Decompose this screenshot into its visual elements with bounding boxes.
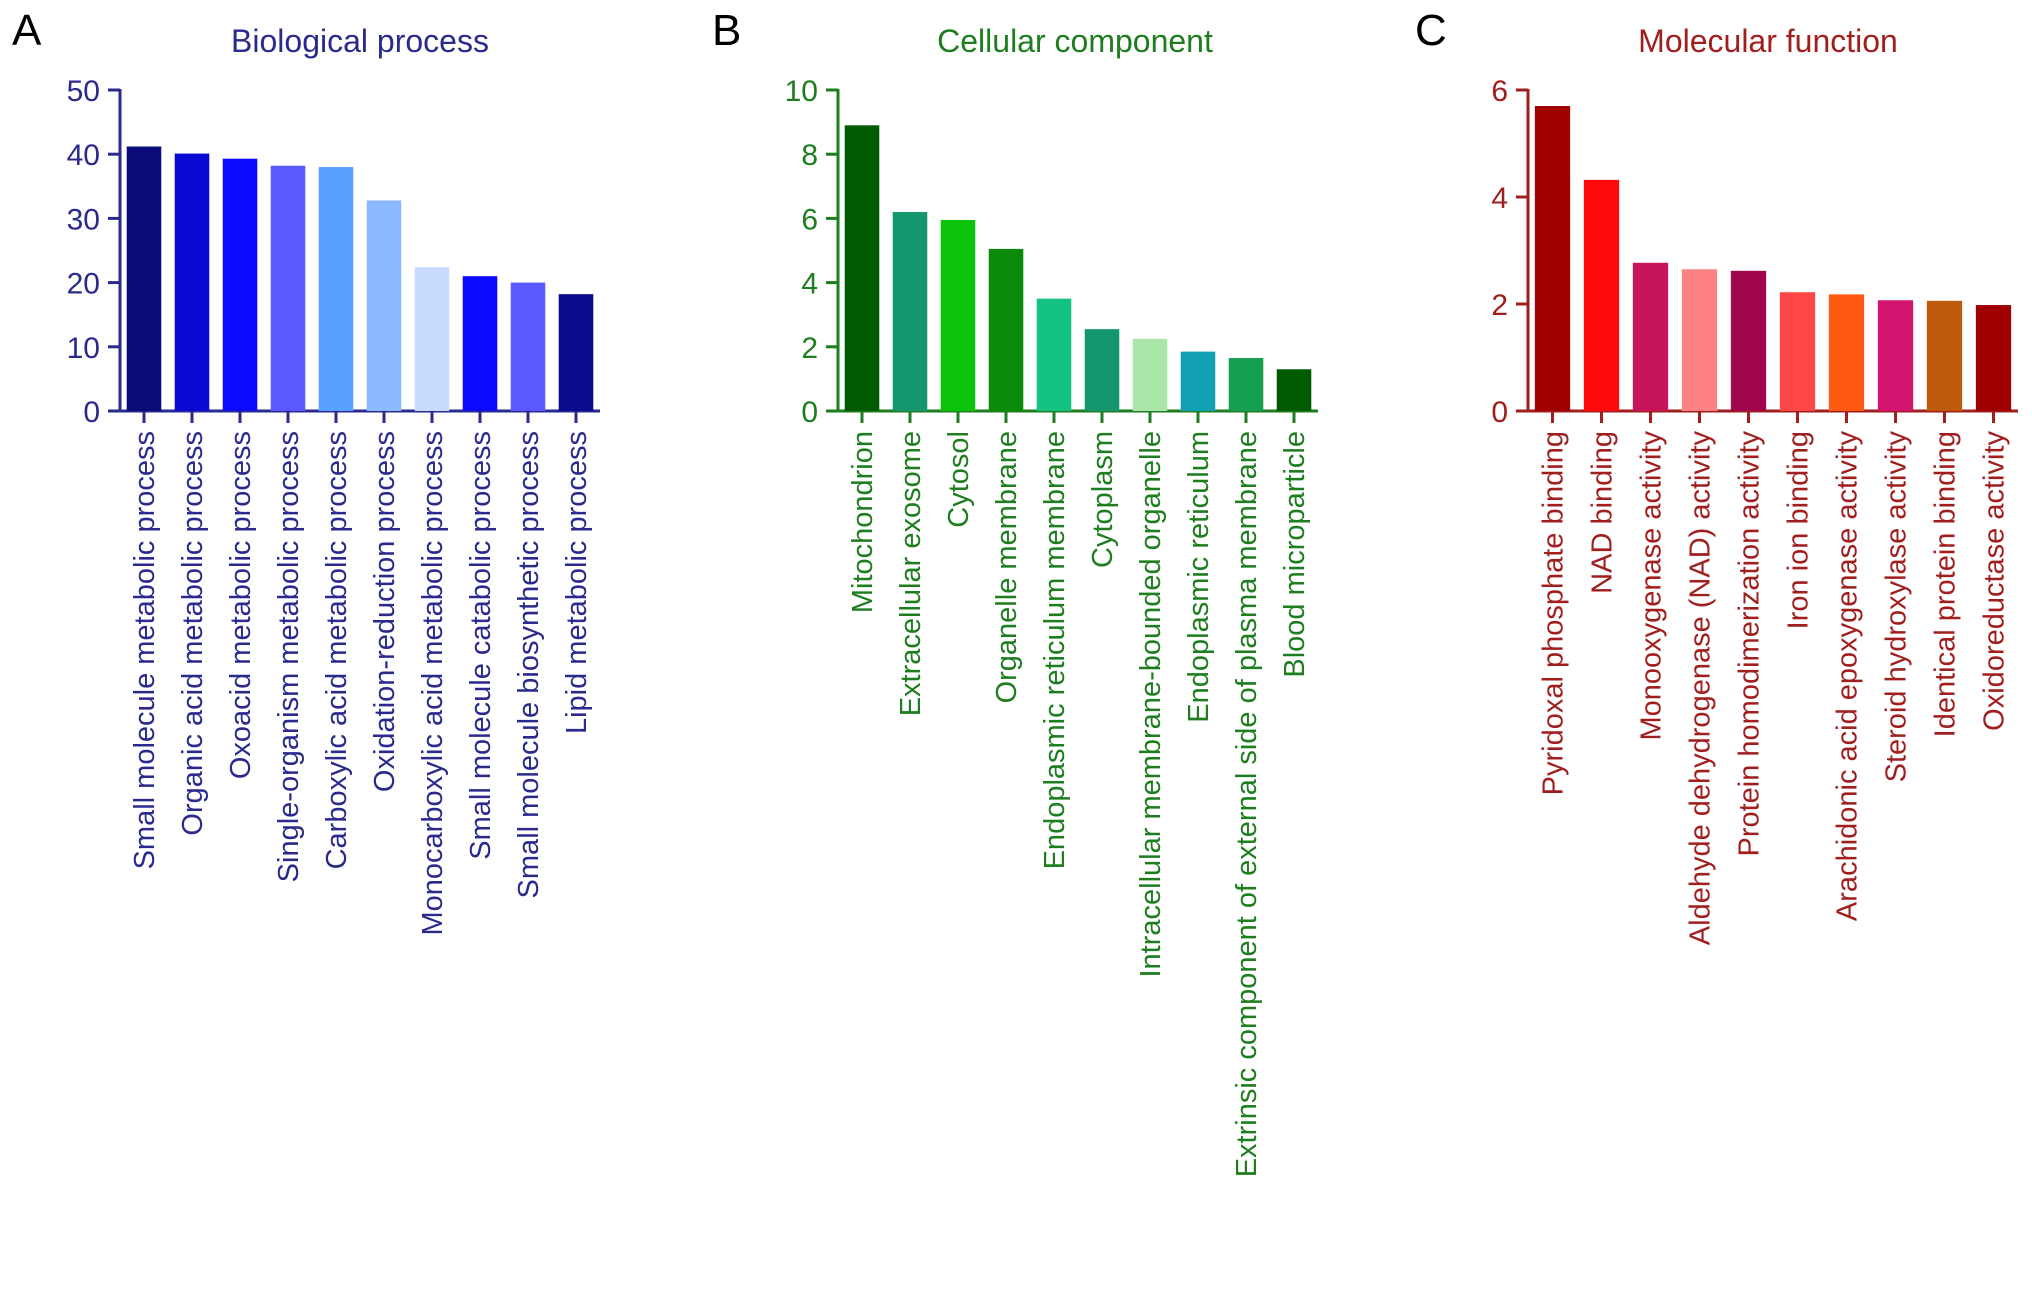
y-tick-label: 10: [785, 75, 818, 108]
bar: [1534, 106, 1571, 412]
category-label: Carboxylic acid metabolic process: [321, 431, 353, 869]
category-label: Small molecule biosynthetic process: [513, 431, 545, 898]
y-tick-label: 0: [801, 396, 818, 429]
category-label: Pyridoxal phosphate binding: [1538, 431, 1570, 795]
category-label: Iron ion binding: [1783, 431, 1815, 629]
bar: [126, 146, 162, 411]
y-tick-label: 2: [1491, 289, 1508, 322]
bar: [222, 158, 258, 411]
bar: [414, 267, 450, 411]
panel-letter: A: [12, 6, 42, 55]
y-tick-label: 30: [67, 203, 100, 236]
bar: [1632, 262, 1669, 411]
y-tick-label: 40: [67, 139, 100, 172]
category-label: Organic acid metabolic process: [177, 431, 209, 836]
category-label: Oxoacid metabolic process: [225, 431, 257, 779]
bar: [318, 167, 354, 411]
bar: [558, 294, 594, 411]
category-label: Protein homodimerization activity: [1734, 431, 1766, 857]
chart-title: Molecular function: [1638, 23, 1898, 59]
category-label: Mitochondrion: [847, 431, 879, 613]
category-label: Cytosol: [943, 431, 975, 528]
category-label: Lipid metabolic process: [561, 431, 593, 734]
category-label: Organelle membrane: [991, 431, 1023, 703]
bar: [1132, 338, 1168, 411]
category-label: Aldehyde dehydrogenase (NAD) activity: [1685, 431, 1717, 946]
bar: [366, 200, 402, 411]
y-tick-label: 50: [67, 75, 100, 108]
y-tick-label: 4: [801, 268, 818, 301]
bar: [1180, 351, 1216, 411]
category-label: NAD binding: [1587, 431, 1619, 594]
bar: [1926, 300, 1963, 411]
y-tick-label: 8: [801, 139, 818, 172]
bar: [1583, 179, 1620, 411]
panel-letter: B: [712, 6, 741, 55]
category-label: Cytoplasm: [1087, 431, 1119, 568]
bar: [1276, 369, 1312, 411]
bar: [1084, 329, 1120, 411]
bar: [462, 276, 498, 411]
bar: [1228, 358, 1264, 411]
y-tick-label: 0: [1491, 396, 1508, 429]
category-label: Small molecule catabolic process: [465, 431, 497, 860]
y-tick-label: 6: [801, 203, 818, 236]
bar: [844, 125, 880, 411]
category-label: Blood microparticle: [1279, 431, 1311, 678]
bar: [940, 220, 976, 411]
bar: [892, 211, 928, 411]
bar: [1730, 270, 1767, 411]
category-label: Arachidonic acid epoxygenase activity: [1832, 431, 1864, 922]
category-label: Endoplasmic reticulum membrane: [1039, 431, 1071, 869]
category-label: Extrinsic component of external side of …: [1231, 431, 1263, 1177]
category-label: Intracellular membrane-bounded organelle: [1135, 431, 1167, 978]
bar: [174, 153, 210, 412]
category-label: Small molecule metabolic process: [129, 431, 161, 869]
y-tick-label: 0: [83, 396, 100, 429]
category-label: Identical protein binding: [1930, 431, 1962, 737]
y-tick-label: 2: [801, 332, 818, 365]
y-tick-label: 10: [67, 332, 100, 365]
panel-letter: C: [1415, 6, 1447, 55]
bar: [1877, 300, 1914, 411]
category-label: Monooxygenase activity: [1636, 431, 1668, 741]
category-label: Single-organism metabolic process: [273, 431, 305, 882]
bar: [988, 248, 1024, 411]
bar: [1975, 305, 2012, 411]
category-label: Monocarboxylic acid metabolic process: [417, 431, 449, 936]
y-tick-label: 6: [1491, 75, 1508, 108]
chart-title: Biological process: [231, 23, 489, 59]
category-label: Steroid hydroxylase activity: [1881, 431, 1913, 783]
bar: [1681, 269, 1718, 411]
bar: [1828, 294, 1865, 411]
bar: [1779, 292, 1816, 411]
category-label: Extracellular exosome: [895, 431, 927, 716]
chart-title: Cellular component: [937, 23, 1213, 59]
y-tick-label: 20: [67, 268, 100, 301]
category-label: Endoplasmic reticulum: [1183, 431, 1215, 723]
bar: [270, 165, 306, 411]
category-label: Oxidoreductase activity: [1979, 431, 2011, 731]
bar: [510, 282, 546, 411]
bar: [1036, 298, 1072, 411]
y-tick-label: 4: [1491, 182, 1508, 215]
category-label: Oxidation-reduction process: [369, 431, 401, 792]
